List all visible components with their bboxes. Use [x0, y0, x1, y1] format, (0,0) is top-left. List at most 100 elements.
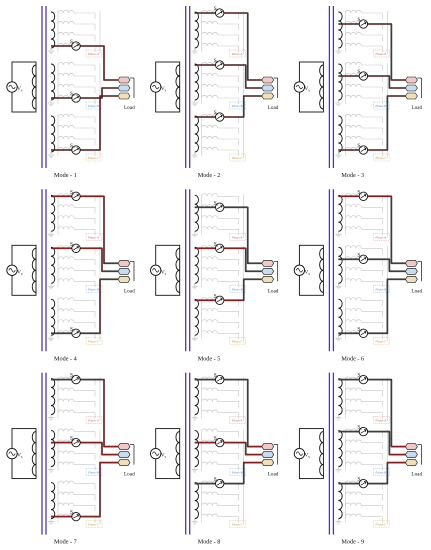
path-red: [51, 196, 118, 264]
switch-2: [215, 243, 225, 253]
phase-label-2: Phase-B: [231, 471, 243, 475]
ground-symbol: [48, 100, 54, 106]
ground-symbol: [48, 518, 54, 525]
tap-coil-1: [345, 480, 362, 484]
load-label: Load: [411, 472, 422, 478]
phase-label-3: Phase-C: [87, 523, 100, 527]
tap-coil-4: [57, 43, 75, 47]
switch-label-1: S₁: [357, 189, 362, 195]
switch-label-2: S₂: [70, 241, 75, 247]
tap-coil-1: [345, 297, 362, 301]
switch-3: [358, 328, 369, 338]
tap-coil-3: [345, 267, 362, 271]
path-red: [194, 207, 262, 264]
primary-winding: [319, 431, 324, 477]
tap-coil-1: [201, 480, 219, 484]
tap-coil-4: [345, 43, 362, 47]
switch-label-3: S₃: [357, 143, 362, 149]
tap-coil-1: [57, 10, 75, 14]
tap-coil-1: [345, 376, 362, 380]
phase-label-3: Phase-C: [231, 523, 244, 527]
phase-label-2: Phase-B: [87, 104, 99, 108]
switch-label-1: S₁: [214, 200, 219, 206]
secondary-winding: [50, 378, 56, 416]
tap-coil-3: [57, 450, 75, 454]
ground-symbol: [335, 100, 342, 106]
path-red: [51, 279, 118, 334]
tap-coil-2: [201, 491, 219, 495]
secondary-section-2: Phase-B: [335, 428, 390, 476]
tap-coil-3: [57, 215, 75, 219]
tap-coil-3: [201, 398, 219, 402]
secondary-winding: [50, 482, 56, 520]
mode-caption: Mode - 8: [198, 539, 221, 546]
conduction-path-2: S₂: [194, 58, 262, 89]
conduction-path-1: S₁: [51, 189, 118, 265]
path-red: [194, 279, 262, 301]
conduction-path-1: S₁: [338, 373, 406, 448]
source-label: Vs: [304, 269, 310, 276]
tap-coil-1: [201, 297, 219, 301]
load: Load: [405, 443, 422, 478]
tap-coil-4: [57, 409, 75, 413]
transformer-core: [41, 6, 47, 168]
phase-label-1: Phase-A: [374, 52, 386, 56]
tap-coil-4: [201, 278, 219, 282]
phase-label-2: Phase-B: [231, 287, 243, 291]
load-element-3: [117, 92, 131, 100]
switch-2: [71, 93, 81, 103]
load-element-3: [261, 276, 275, 283]
conduction-path-2: S₂: [338, 69, 406, 89]
switch-label-3: S₃: [214, 477, 219, 483]
tap-coil-3: [57, 319, 75, 323]
switch-label-1: S₁: [357, 373, 362, 379]
switch-label-3: S₃: [214, 293, 219, 299]
ac-source: Vs: [293, 61, 324, 113]
secondary-winding: [50, 11, 56, 49]
switch-label-3: S₃: [357, 477, 362, 483]
load: Load: [117, 260, 135, 294]
secondary-winding: [50, 194, 56, 232]
secondary-winding: [194, 430, 199, 468]
tap-coil-2: [57, 256, 75, 260]
tap-coil-1: [57, 245, 75, 249]
switch-1: [215, 374, 225, 385]
mode-caption: Mode - 3: [341, 172, 364, 179]
load-element-1: [405, 443, 418, 450]
tap-coil-1: [201, 193, 219, 197]
tap-coil-1: [57, 376, 75, 380]
switch-2: [358, 71, 369, 81]
load-label: Load: [268, 105, 279, 111]
tap-coil-4: [345, 226, 362, 230]
tap-coil-4: [57, 330, 75, 334]
tap-coil-1: [201, 376, 219, 380]
secondary-section-1: Phase-A: [48, 193, 103, 241]
phase-label-1: Phase-A: [231, 419, 243, 423]
switch-3: [215, 478, 225, 489]
tap-coil-4: [201, 409, 219, 413]
tap-coil-3: [57, 136, 75, 140]
tap-coil-3: [57, 502, 75, 506]
tap-coil-4: [57, 513, 75, 517]
load-element-2: [405, 268, 418, 275]
secondary-winding: [194, 246, 199, 284]
transformer-core: [328, 6, 335, 168]
secondary-winding: [50, 63, 56, 101]
load-element-1: [117, 260, 131, 267]
path-red: [338, 279, 406, 334]
phase-label-2: Phase-B: [87, 471, 99, 475]
path-black: [338, 258, 406, 273]
sine-wave-icon: [8, 268, 16, 273]
ground-symbol: [48, 335, 54, 342]
switch-3: [215, 295, 225, 305]
ground-symbol: [335, 335, 342, 342]
source-label: Vs: [17, 453, 23, 460]
switch-1: [358, 191, 369, 201]
ground-symbol: [191, 231, 198, 238]
secondary-section-1: Phase-A: [335, 10, 390, 58]
ac-source: Vs: [293, 428, 324, 480]
load: Load: [261, 260, 279, 294]
tap-coil-2: [345, 73, 362, 77]
